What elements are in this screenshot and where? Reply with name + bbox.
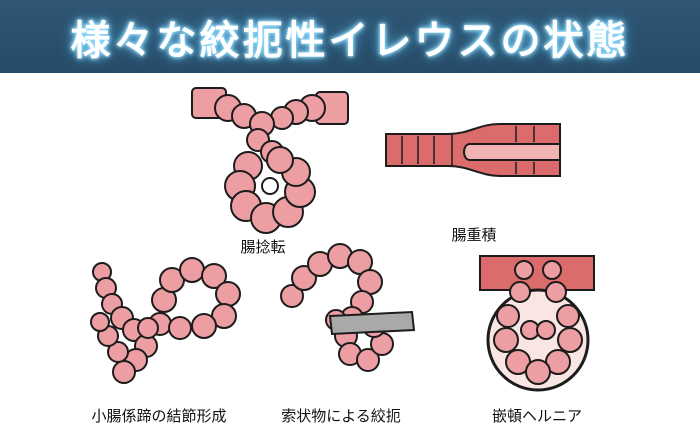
title-banner: 様々な絞扼性イレウスの状態 <box>0 0 700 73</box>
page-title: 様々な絞扼性イレウスの状態 <box>70 17 630 64</box>
intussusception-illustration <box>385 123 561 177</box>
label-knotting: 小腸係蹄の結節形成 <box>91 407 227 425</box>
label-band: 索状物による絞扼 <box>281 407 401 425</box>
hernia-illustration <box>479 255 595 392</box>
volvulus-illustration <box>191 87 349 234</box>
label-incarcerated-hernia: 嵌頓ヘルニア <box>491 407 583 425</box>
label-intussusception: 腸重積 <box>451 226 497 244</box>
label-volvulus: 腸捻転 <box>240 238 286 256</box>
knotting-illustration <box>90 257 241 384</box>
band-illustration <box>280 243 416 372</box>
